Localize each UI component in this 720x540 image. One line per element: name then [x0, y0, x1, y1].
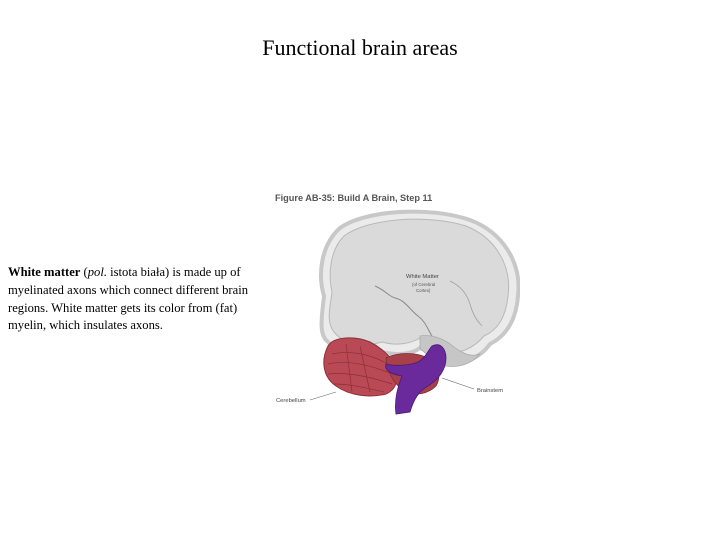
language-abbreviation: pol. — [87, 265, 107, 279]
cerebellum-leader-line — [309, 391, 337, 401]
open-paren: ( — [80, 265, 88, 279]
term-white-matter: White matter — [8, 265, 81, 279]
central-sulcus — [374, 285, 433, 337]
label-brainstem: Brainstem — [477, 388, 503, 394]
definition-text: istota biała) is made up of myelinated a… — [8, 265, 249, 333]
brainstem-leader-line — [441, 377, 475, 390]
label-white-matter-sub-1: (of Cerebral — [412, 282, 435, 287]
slide-title: Functional brain areas — [262, 35, 458, 60]
label-cerebellum: Cerebellum — [276, 398, 306, 404]
cerebellum-folia — [327, 343, 393, 393]
brainstem — [385, 344, 447, 415]
brain-illustration: Figure AB-35: Build A Brain, Step 11 Whi… — [275, 193, 520, 415]
figure-caption: Figure AB-35: Build A Brain, Step 11 — [275, 193, 432, 203]
body-paragraph: White matter (pol. istota biała) is made… — [8, 264, 276, 335]
lateral-sulcus — [449, 280, 483, 327]
brain-figure: Figure AB-35: Build A Brain, Step 11 Whi… — [270, 186, 520, 426]
label-white-matter: White Matter — [406, 274, 439, 280]
label-white-matter-sub-2: Cortex) — [416, 288, 431, 293]
